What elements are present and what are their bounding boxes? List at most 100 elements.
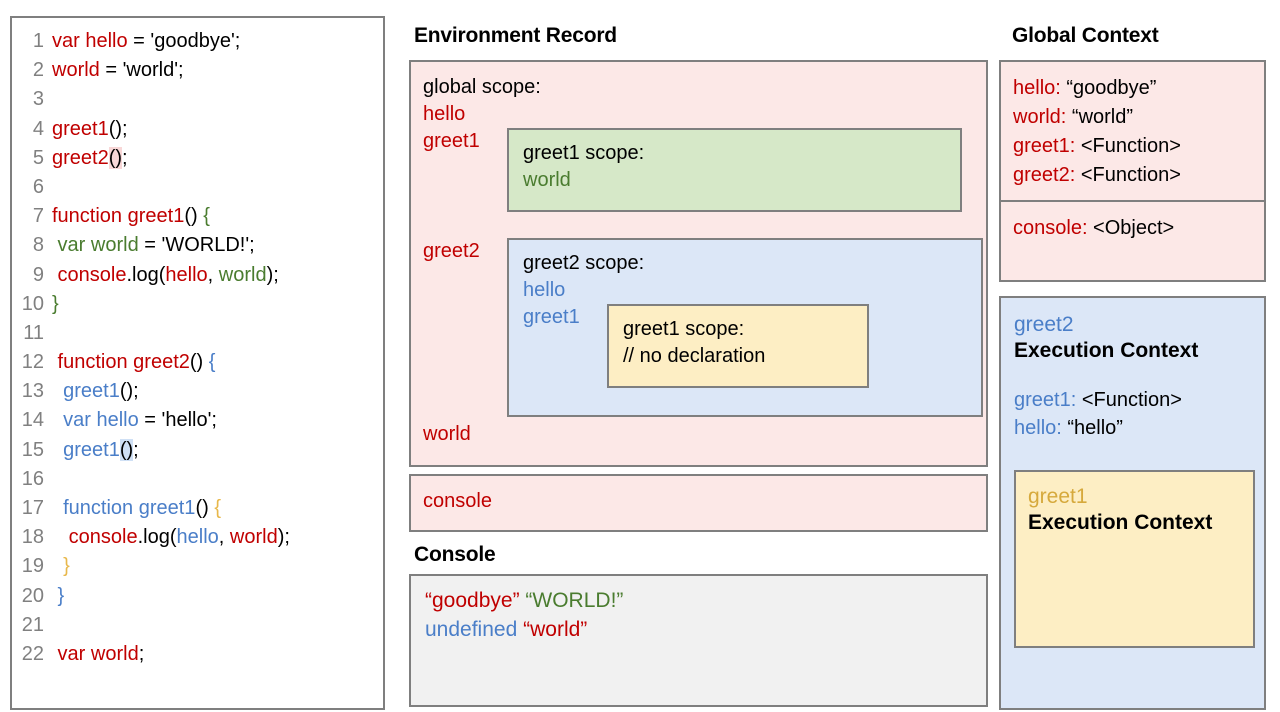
line-content: var world = 'WORLD!'; [52,234,255,257]
console-value-goodbye: “goodbye” [425,589,520,612]
line-number: 13 [21,380,44,403]
token-world: world [52,59,100,82]
token-parens: () [189,351,209,374]
code-listing: 1 var hello = 'goodbye'; 2 world = 'worl… [12,18,383,672]
token-var-hello: var hello [52,30,128,52]
code-line-6: 6 [12,176,383,205]
greet2-execution-context-panel: greet2 Execution Context greet1: <Functi… [999,296,1266,710]
line-number: 16 [21,467,44,490]
line-number: 9 [32,263,44,286]
line-number: 12 [21,351,44,374]
inner-greet1-scope-row: greet1 greet1 scope: // no declaration [523,304,981,388]
code-line-5: 5 greet2(); [12,146,383,176]
line-content: } [52,555,70,578]
global-context-row: hello: “goodbye” [1013,77,1157,99]
greet2-scope-title: greet2 scope: [523,252,645,274]
global-context-row: console: <Object> [1013,217,1175,239]
code-line-8: 8 var world = 'WORLD!'; [12,234,383,263]
code-line-7: 7 function greet1() { [12,205,383,234]
token-assign: = 'world'; [99,59,184,82]
line-number: 6 [32,175,44,198]
gc-key-hello: hello [1013,77,1056,99]
token-assign: = 'WORLD!'; [138,234,255,257]
code-line-10: 10 } [12,293,383,322]
global-context-row: greet1: <Function> [1013,135,1181,157]
console-output-panel: “goodbye” “WORLD!” undefined “world” [409,574,988,707]
code-line-20: 20 } [12,585,383,614]
line-content: greet1(); [52,438,139,462]
code-line-11: 11 [12,322,383,351]
code-line-14: 14 var hello = 'hello'; [12,409,383,438]
console-value-undefined: undefined [425,618,518,641]
environment-record-panel: global scope: hello greet1 greet1 scope:… [409,60,988,467]
spacer [1014,364,1264,386]
token-close-brace: } [52,292,59,315]
token-world: world [218,263,267,286]
gc-value-world: “world” [1066,106,1134,128]
exec-value-hello: “hello” [1061,417,1123,439]
code-line-2: 2 world = 'world'; [12,59,383,88]
token-world: world [229,526,278,549]
greet2-exec-heading: Execution Context [1014,339,1199,362]
line-number: 21 [21,613,44,636]
code-line-3: 3 [12,88,383,117]
line-content: world = 'world'; [52,59,184,82]
token-open-brace: { [203,205,210,228]
greet1-binding-label: greet1 [423,130,480,152]
line-number: 19 [21,555,44,578]
global-context-console-row: console: <Object> [1001,202,1264,243]
token-semicolon: ; [122,146,128,169]
token-call-highlighted: () [108,146,123,169]
token-greet1: greet1 [52,117,109,140]
greet1-scope-box: greet1 scope: world [507,128,962,212]
console-value-world: “world” [523,618,588,641]
line-number: 15 [21,438,44,461]
token-close-brace: } [52,555,70,578]
inner-greet1-scope-title: greet1 scope: [623,318,745,340]
line-number: 14 [21,409,44,432]
code-line-16: 16 [12,468,383,497]
line-number: 7 [32,205,44,228]
token-assign: = 'hello'; [138,409,217,432]
code-line-17: 17 function greet1() { [12,497,383,526]
line-content: console.log(hello, world); [52,526,290,549]
token-log: .log( [126,263,166,286]
gc-value-hello: “goodbye” [1060,77,1157,99]
environment-record-title: Environment Record [414,24,617,47]
line-content: console.log(hello, world); [52,264,279,287]
global-context-row: greet2: <Function> [1013,164,1181,186]
line-content: var hello = 'hello'; [52,409,217,432]
greet1-exec-heading: Execution Context [1028,511,1213,534]
gc-value-greet1: <Function> [1075,135,1181,157]
spacer [423,212,986,238]
token-var-hello: var hello [52,409,139,432]
gc-key-greet1: greet1 [1013,135,1070,157]
code-line-15: 15 greet1(); [12,438,383,468]
greet1-scope-var-world: world [523,169,571,191]
token-open-brace: { [214,497,222,519]
token-greet2: greet2 [52,146,109,169]
gc-value-greet2: <Function> [1075,164,1181,186]
code-line-4: 4 greet1(); [12,118,383,147]
line-content: function greet1() { [52,497,221,520]
greet2-exec-row: greet1: <Function> [1014,389,1182,411]
line-content: greet1(); [52,118,128,141]
token-assign: = 'goodbye'; [127,30,241,52]
line-content: function greet1() { [52,205,210,228]
line-number: 18 [21,526,44,549]
exec-key-greet1: greet1 [1014,389,1071,411]
global-var-hello: hello [423,103,466,125]
line-number: 5 [32,146,44,169]
greet2-scope-row: greet2 greet2 scope: hello greet1 greet1… [423,238,986,417]
environment-record-console-row: console [409,474,988,532]
greet1-scope-title: greet1 scope: [523,142,645,164]
line-content: function greet2() { [52,351,216,374]
token-close-brace: } [52,584,65,607]
line-number: 4 [32,117,44,140]
greet2-exec-row: hello: “hello” [1014,417,1123,439]
token-call-highlighted: () [119,438,134,461]
inner-greet1-scope-comment: // no declaration [623,345,766,367]
token-greet1: greet1 [52,380,120,403]
code-line-9: 9 console.log(hello, world); [12,264,383,293]
line-number: 11 [23,321,44,344]
